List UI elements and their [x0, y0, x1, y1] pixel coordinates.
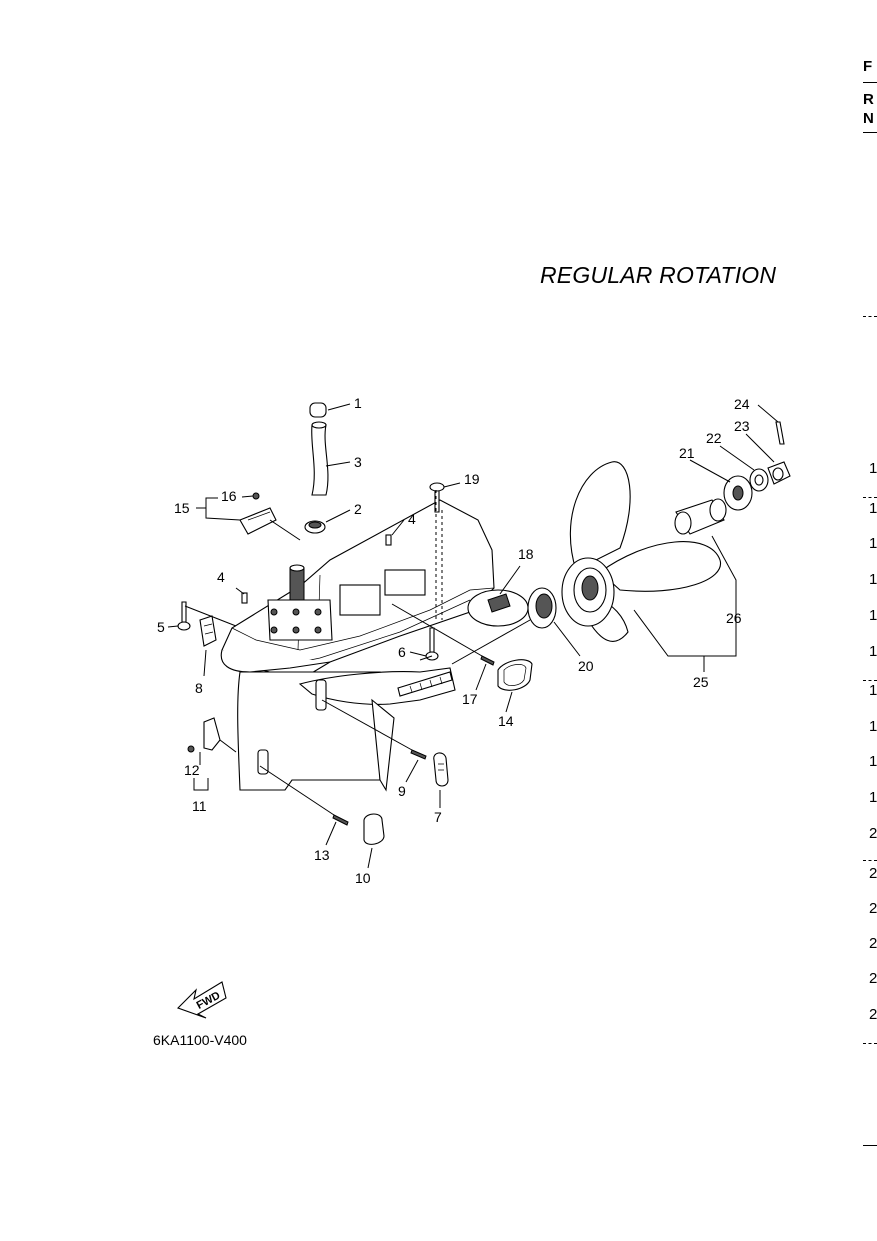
callout-1: 1: [354, 395, 362, 411]
callout-17: 17: [462, 691, 478, 707]
callout-16: 16: [221, 488, 237, 504]
table-row-number: 1: [869, 682, 877, 699]
part-screw: [187, 745, 195, 753]
part-cap: [309, 402, 327, 418]
table-row-number: 1: [869, 718, 877, 735]
part-dowel-pin: [385, 534, 392, 546]
callout-20: 20: [578, 658, 594, 674]
callout-18: 18: [518, 546, 534, 562]
footer-rule: [863, 1145, 877, 1146]
table-row-number: 1: [869, 753, 877, 770]
table-header-r: R: [863, 91, 874, 108]
callout-9: 9: [398, 783, 406, 799]
part-screw: [480, 655, 495, 666]
figure-code: 6KA1100-V400: [153, 1032, 247, 1048]
table-row-number: 1: [869, 535, 877, 552]
callout-14: 14: [498, 713, 514, 729]
part-screw: [332, 814, 349, 826]
table-row-number: 1: [869, 500, 877, 517]
callout-22: 22: [706, 430, 722, 446]
table-header-f: F: [863, 58, 873, 75]
part-trim-tab: [203, 717, 221, 751]
table-row-number: 2: [869, 825, 877, 842]
callout-23: 23: [734, 418, 750, 434]
table-row-number: 2: [869, 935, 877, 952]
callout-13: 13: [314, 847, 330, 863]
callout-24: 24: [734, 396, 750, 412]
callout-25: 25: [693, 674, 709, 690]
row-divider: [863, 860, 877, 861]
callout-19: 19: [464, 471, 480, 487]
table-row-number: 1: [869, 607, 877, 624]
part-propeller: [561, 461, 721, 642]
fwd-arrow-icon: FWD: [176, 981, 227, 1019]
callout-21: 21: [679, 445, 695, 461]
part-cotter-pin: [775, 421, 785, 445]
callout-12: 12: [184, 762, 200, 778]
part-nut: [252, 492, 260, 500]
part-screw: [410, 749, 427, 760]
part-anode: [239, 507, 277, 535]
table-row-number: 2: [869, 865, 877, 882]
diagram-title: REGULAR ROTATION: [540, 262, 777, 288]
table-row-number: 1: [869, 643, 877, 660]
table-row-number: 2: [869, 1006, 877, 1023]
table-row-number: 1: [869, 789, 877, 806]
callout-15: 15: [174, 500, 190, 516]
callout-10: 10: [355, 870, 371, 886]
callout-26: 26: [726, 610, 742, 626]
callout-7: 7: [434, 809, 442, 825]
part-dowel-pin: [241, 592, 248, 604]
part-anode: [199, 615, 217, 647]
callout-5: 5: [157, 619, 165, 635]
callout-8: 8: [195, 680, 203, 696]
header-rule: [863, 132, 877, 133]
callout-3: 3: [354, 454, 362, 470]
callouts: 1 2 3 4 4 5 6 7 8 9 10 11 12 13 14 15 16…: [157, 395, 750, 886]
leader-lines: [167, 403, 779, 869]
callout-4: 4: [217, 569, 225, 585]
lower-case-housing: [220, 499, 495, 792]
part-cover: [363, 813, 385, 845]
callout-11: 11: [192, 798, 207, 814]
row-divider: [863, 497, 877, 498]
callout-6: 6: [398, 644, 406, 660]
part-cover: [433, 752, 449, 787]
part-bolt: [429, 627, 435, 653]
part-grille: [497, 659, 533, 691]
part-bolt: [181, 601, 187, 623]
table-row-number: 2: [869, 970, 877, 987]
part-water-tube: [311, 424, 329, 496]
table-row-number: 1: [869, 460, 877, 477]
callout-4: 4: [408, 511, 416, 527]
row-divider: [863, 680, 877, 681]
table-row-number: 1: [869, 571, 877, 588]
table-header-n: N: [863, 110, 874, 127]
header-rule: [863, 82, 877, 83]
row-divider: [863, 1043, 877, 1044]
callout-2: 2: [354, 501, 362, 517]
table-row-number: 2: [869, 900, 877, 917]
row-divider: [863, 316, 877, 317]
